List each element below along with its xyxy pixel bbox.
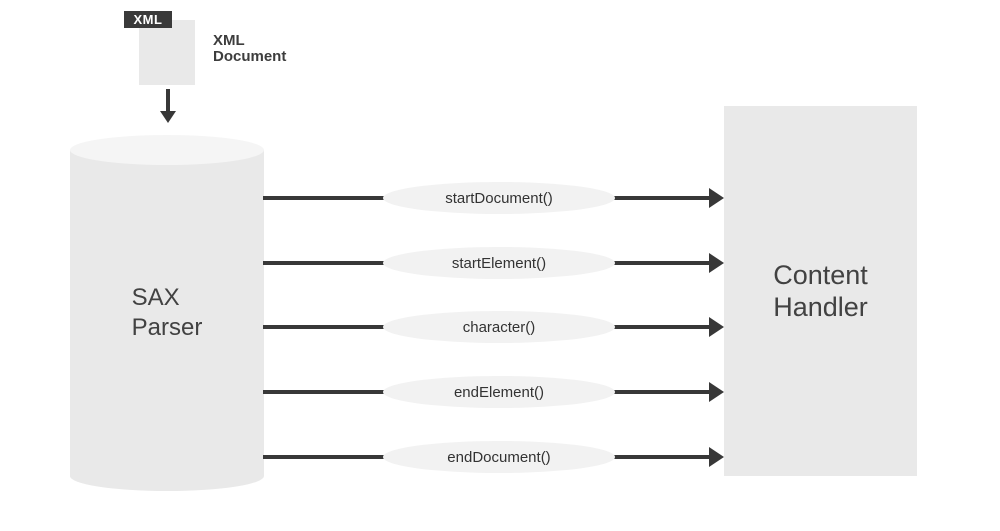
sax-parser-node: SAX Parser [70, 150, 264, 476]
event-pill-end-element: endElement() [383, 376, 615, 408]
xml-document-label: XML Document [213, 32, 287, 65]
event-pill-start-element: startElement() [383, 247, 615, 279]
event-arrowhead-icon [709, 253, 724, 273]
event-pill-start-document: startDocument() [383, 182, 615, 214]
event-arrow-row-1 [263, 188, 724, 208]
event-pill-end-document: endDocument() [383, 441, 615, 473]
event-arrowhead-icon [709, 382, 724, 402]
content-handler-label: Content Handler [773, 260, 868, 322]
event-arrowhead-icon [709, 188, 724, 208]
xml-badge: XML [124, 11, 172, 28]
event-pill-character: character() [383, 311, 615, 343]
content-handler-node: Content Handler [724, 106, 917, 476]
cylinder-body [70, 150, 264, 476]
event-label: startDocument() [445, 189, 553, 207]
cylinder-bottom [70, 461, 264, 491]
event-arrow-row-2 [263, 253, 724, 273]
event-arrowhead-icon [709, 317, 724, 337]
xml-document-icon [139, 20, 195, 85]
event-arrow-row-3 [263, 317, 724, 337]
sax-parser-label: SAX Parser [131, 284, 203, 341]
event-label: startElement() [451, 254, 547, 272]
event-arrowhead-icon [709, 447, 724, 467]
sax-parser-cylinder [70, 135, 264, 491]
event-arrow-row-5 [263, 447, 724, 467]
xml-to-parser-arrow [160, 89, 176, 123]
event-label: endDocument() [447, 448, 551, 466]
event-arrow-row-4 [263, 382, 724, 402]
down-arrow-head-icon [160, 111, 176, 123]
cylinder-top [70, 135, 264, 165]
event-label: character() [462, 318, 536, 336]
event-label: endElement() [453, 383, 545, 401]
